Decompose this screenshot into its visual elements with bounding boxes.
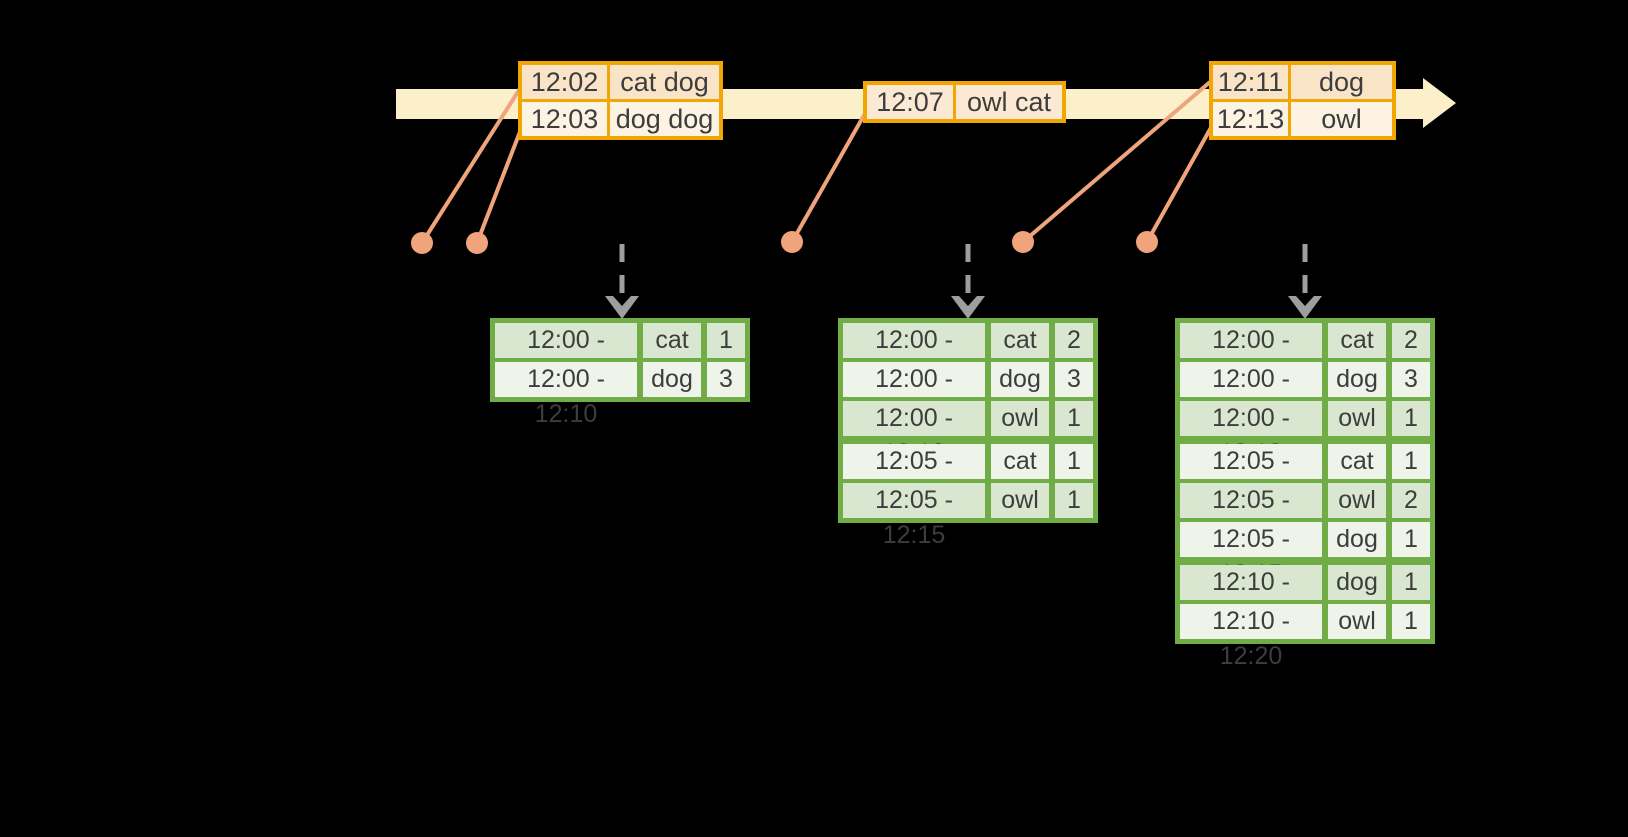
count-cell: 3 [1055,362,1093,397]
result-row: 12:05 - 12:15 owl 2 [1180,483,1430,549]
leader-line [420,85,523,245]
count-cell: 1 [1392,444,1430,479]
window-cell: 12:10 - 12:20 [1180,604,1322,670]
leader-line [1145,123,1215,243]
result-row: 12:00 - 12:10 owl 1 [1180,401,1430,467]
word-cell: owl [991,483,1049,518]
word-cell: dog [1328,565,1386,600]
result-row: 12:00 - 12:10 owl 1 [843,401,1093,467]
event-table-1: 12:02 cat dog 12:03 dog dog [518,61,723,140]
words-cell: dog dog [610,102,719,136]
event-table-3: 12:11 dog 12:13 owl [1209,61,1396,140]
result-table-1: 12:00 - 12:10 cat 1 12:00 - 12:10 dog 3 [490,318,750,428]
count-cell: 1 [707,323,745,358]
result-row: 12:05 - 12:15 cat 1 [843,444,1093,510]
window-cell: 12:05 - 12:15 [1180,522,1322,588]
trigger-arrowhead-icon [951,296,985,319]
result-row: 12:00 - 12:10 dog 3 [1180,362,1430,428]
leader-line [790,109,869,243]
trigger-arrowhead-icon [1288,296,1322,319]
result-row: 12:05 - 12:15 dog 1 [1180,522,1430,588]
count-cell: 1 [1055,483,1093,518]
word-cell: dog [1328,522,1386,557]
window-cell: 12:00 - 12:10 [843,323,985,389]
count-cell: 1 [1392,604,1430,639]
word-cell: owl [1328,483,1386,518]
result-table-3: 12:00 - 12:10 cat 2 12:00 - 12:10 dog 3 … [1175,318,1435,670]
word-cell: dog [1328,362,1386,397]
time-cell: 12:07 [867,85,953,119]
window-cell: 12:05 - 12:15 [843,483,985,549]
word-cell: dog [991,362,1049,397]
event-dot [411,232,433,254]
time-cell: 12:13 [1213,102,1288,136]
result-row: 12:05 - 12:15 owl 1 [843,483,1093,549]
count-cell: 1 [1392,401,1430,436]
result-row: 12:00 - 12:10 dog 3 [495,362,745,428]
word-cell: cat [991,323,1049,358]
count-cell: 3 [1392,362,1430,397]
timeline-arrowhead-icon [1423,78,1456,128]
result-row: 12:10 - 12:20 owl 1 [1180,604,1430,670]
count-cell: 2 [1392,483,1430,518]
result-row: 12:05 - 12:15 cat 1 [1180,444,1430,510]
word-cell: dog [643,362,701,397]
count-cell: 1 [1392,565,1430,600]
count-cell: 3 [707,362,745,397]
word-cell: cat [991,444,1049,479]
event-dot [466,232,488,254]
event-table-2: 12:07 owl cat [863,81,1066,123]
words-cell: cat dog [610,65,719,99]
time-cell: 12:02 [522,65,607,99]
window-cell: 12:00 - 12:10 [843,401,985,467]
words-cell: dog [1291,65,1392,99]
count-cell: 2 [1055,323,1093,358]
window-cell: 12:05 - 12:15 [1180,483,1322,549]
words-cell: owl [1291,102,1392,136]
result-row: 12:00 - 12:10 dog 3 [843,362,1093,428]
window-cell: 12:05 - 12:15 [1180,444,1322,510]
result-row: 12:00 - 12:10 cat 2 [1180,323,1430,389]
count-cell: 2 [1392,323,1430,358]
word-cell: owl [1328,401,1386,436]
word-cell: cat [1328,323,1386,358]
window-cell: 12:10 - 12:20 [1180,565,1322,631]
leader-line [475,123,525,244]
count-cell: 1 [1055,401,1093,436]
window-cell: 12:00 - 12:10 [843,362,985,428]
trigger-arrowhead-icon [605,296,639,319]
window-cell: 12:05 - 12:15 [843,444,985,510]
event-dot [1012,231,1034,253]
word-cell: cat [1328,444,1386,479]
window-cell: 12:00 - 12:10 [1180,401,1322,467]
count-cell: 1 [1392,522,1430,557]
result-row: 12:10 - 12:20 dog 1 [1180,565,1430,631]
window-cell: 12:00 - 12:10 [1180,323,1322,389]
time-cell: 12:03 [522,102,607,136]
window-cell: 12:00 - 12:10 [495,323,637,389]
word-cell: owl [1328,604,1386,639]
result-row: 12:00 - 12:10 cat 2 [843,323,1093,389]
window-cell: 12:00 - 12:10 [1180,362,1322,428]
time-cell: 12:11 [1213,65,1288,99]
event-dot [781,231,803,253]
window-cell: 12:00 - 12:10 [495,362,637,428]
word-cell: cat [643,323,701,358]
leader-line [1021,80,1212,244]
words-cell: owl cat [956,85,1062,119]
event-dot [1136,231,1158,253]
result-table-2: 12:00 - 12:10 cat 2 12:00 - 12:10 dog 3 … [838,318,1098,549]
count-cell: 1 [1055,444,1093,479]
result-row: 12:00 - 12:10 cat 1 [495,323,745,389]
word-cell: owl [991,401,1049,436]
